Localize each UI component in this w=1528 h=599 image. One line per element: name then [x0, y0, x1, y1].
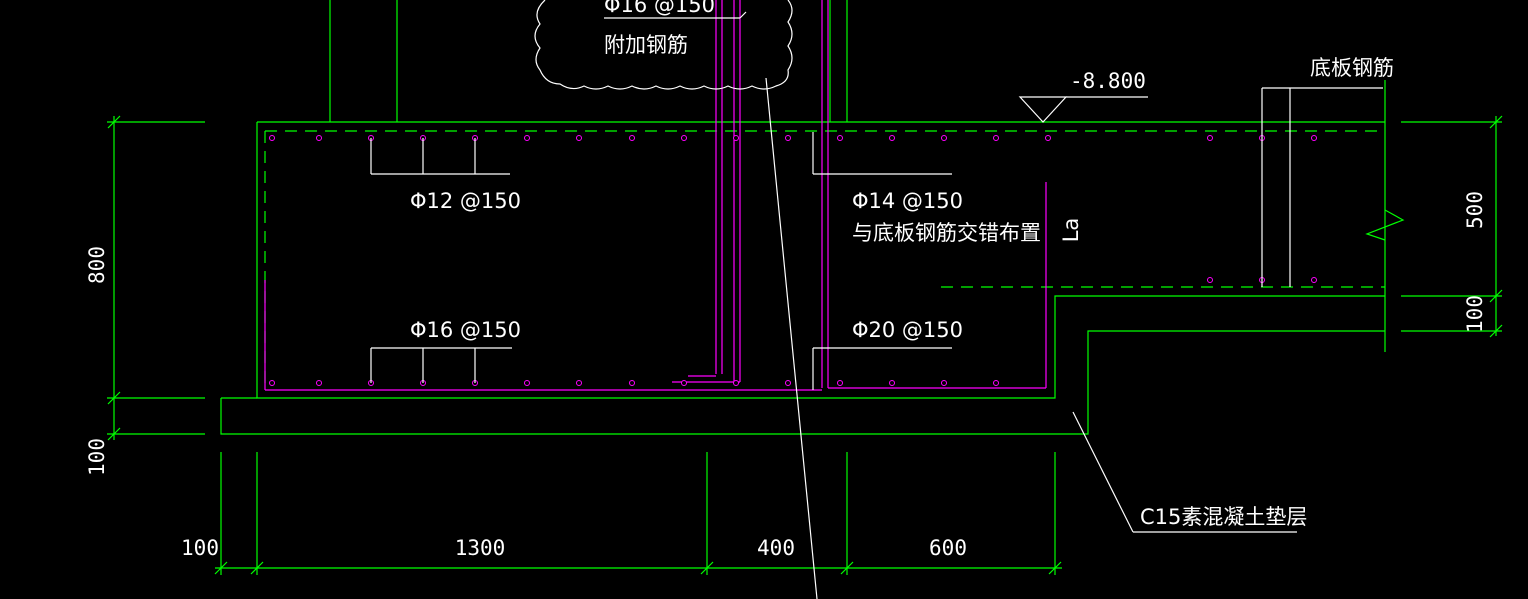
elevation-label: -8.800	[1070, 69, 1146, 93]
dim-height-main: 800	[85, 246, 109, 284]
left-dimensions	[107, 115, 205, 441]
inner-rebar-note: 与底板钢筋交错布置	[852, 221, 1041, 245]
cushion-label: C15素混凝土垫层	[1140, 505, 1307, 529]
inner-rebar-label: Φ14 @150	[852, 189, 963, 213]
top-rebar-label: Φ12 @150	[410, 189, 521, 213]
revision-cloud	[534, 0, 793, 90]
leader-lines	[370, 11, 1383, 599]
cloud-note: 附加钢筋	[604, 33, 688, 57]
dim-width-3: 600	[929, 536, 967, 560]
concrete-outline	[220, 0, 1405, 435]
cloud-rebar-spec: Φ16 @150	[604, 0, 715, 17]
bottom-right-rebar-label: Φ20 @150	[852, 318, 963, 342]
dim-slab-thickness: 500	[1463, 191, 1487, 229]
bottom-dimensions	[214, 452, 1062, 575]
bottom-rebar-label: Φ16 @150	[410, 318, 521, 342]
dim-width-left-cushion: 100	[181, 536, 219, 560]
dim-width-1: 1300	[455, 536, 506, 560]
anchorage-label: La	[1059, 218, 1083, 243]
dim-slab-cushion: 100	[1463, 295, 1487, 333]
dim-width-2: 400	[757, 536, 795, 560]
bottom-slab-rebar-label: 底板钢筋	[1310, 56, 1394, 80]
rebar-dots	[269, 135, 1317, 386]
dim-height-cushion: 100	[85, 438, 109, 476]
rebar-lines	[264, 0, 1047, 391]
right-dimensions	[1401, 115, 1503, 338]
